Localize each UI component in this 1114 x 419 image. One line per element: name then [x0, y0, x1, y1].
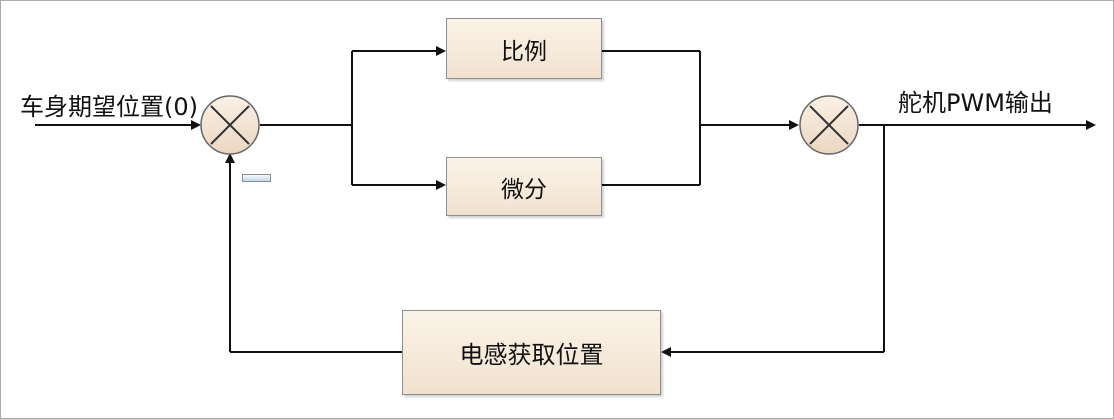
- proportional-block: 比例: [446, 18, 602, 79]
- sensor-block: 电感获取位置: [402, 310, 661, 395]
- derivative-block: 微分: [446, 157, 602, 216]
- proportional-label: 比例: [501, 38, 547, 65]
- summing-junction-icon: [799, 95, 859, 155]
- output-label: 舵机PWM输出: [898, 89, 1053, 117]
- sensor-label: 电感获取位置: [459, 341, 604, 369]
- derivative-label: 微分: [501, 176, 547, 203]
- summing-junction-icon: [200, 95, 260, 155]
- negative-feedback-mark: [242, 174, 271, 182]
- input-label: 车身期望位置(0): [20, 93, 198, 121]
